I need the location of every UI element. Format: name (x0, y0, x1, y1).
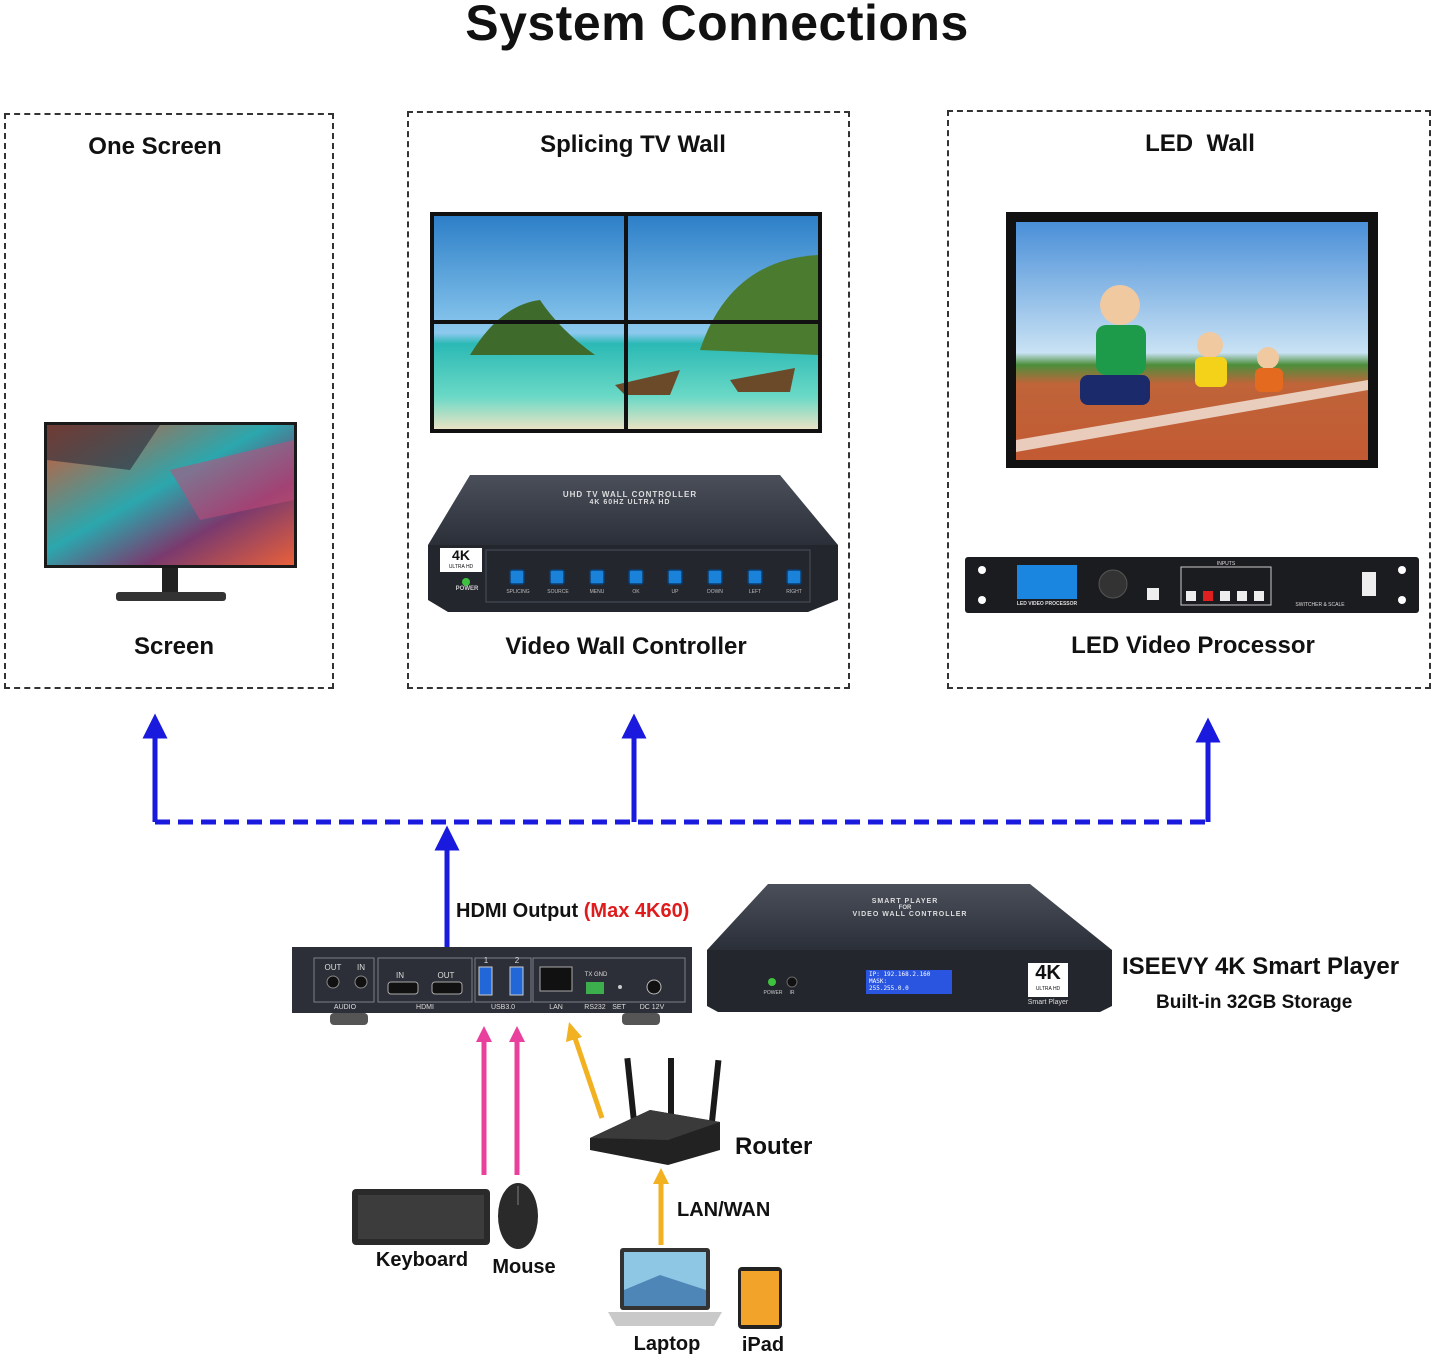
controller-top-sublabel: 4K 60HZ ULTRA HD (589, 499, 671, 506)
video-wall-controller-label: Video Wall Controller (505, 633, 747, 660)
mouse-image (498, 1183, 538, 1249)
front-lcd-line2: MASK: (869, 978, 888, 985)
one-screen-heading: One Screen (88, 133, 222, 160)
front-top-line2: FOR (898, 905, 912, 911)
rear-usb1: 1 (483, 956, 489, 965)
splicing-heading: Splicing TV Wall (540, 131, 726, 158)
front-power-label: POWER (763, 990, 783, 996)
controller-4k-badge: 4K (452, 547, 470, 563)
front-lcd-line1: IP: 192.168.2.160 (869, 971, 931, 978)
controller-power-label: POWER (455, 586, 479, 592)
hdmi-output-max: (Max 4K60) (583, 900, 690, 922)
controller-button-label: LEFT (748, 589, 762, 595)
front-4k-badge: 4K (1035, 962, 1061, 984)
page-title: System Connections (465, 0, 969, 51)
monitor-image (44, 422, 297, 601)
rear-txgnd: TX GND (584, 972, 608, 978)
led-wall-heading: LED Wall (1145, 130, 1255, 157)
product-storage: Built-in 32GB Storage (1156, 992, 1353, 1013)
player-front-image (707, 884, 1112, 1012)
rear-audio-out: OUT (324, 963, 342, 972)
rear-audio-in: IN (357, 963, 365, 972)
lanwan-label: LAN/WAN (677, 1199, 771, 1221)
rear-hdmi-out: OUT (437, 971, 455, 980)
rear-hdmi-label: HDMI (416, 1004, 434, 1011)
laptop-label: Laptop (633, 1333, 701, 1355)
front-ultra-hd: ULTRA HD (1035, 986, 1061, 992)
hdmi-distribution-lines (142, 713, 1221, 978)
rear-rs232-label: RS232 (584, 1004, 606, 1011)
controller-button-label: DOWN (707, 589, 723, 595)
keyboard-label: Keyboard (375, 1249, 469, 1271)
rear-lan-label: LAN (549, 1004, 563, 1011)
panel-splicing-tv-wall (407, 111, 850, 689)
rear-audio-label: AUDIO (333, 1004, 357, 1011)
front-badge-caption: Smart Player (1027, 999, 1069, 1006)
front-top-line3: VIDEO WALL CONTROLLER (852, 911, 968, 918)
front-top-line1: SMART PLAYER (871, 898, 939, 905)
ipad-image (738, 1267, 782, 1329)
controller-ultra-hd: ULTRA HD (448, 564, 474, 570)
router-image (590, 1057, 722, 1165)
ipad-label: iPad (741, 1334, 785, 1356)
screen-label: Screen (133, 633, 215, 660)
laptop-image (608, 1248, 722, 1326)
rear-usb2: 2 (514, 956, 520, 965)
player-rear-panel (292, 947, 692, 1025)
hdmi-output-text: HDMI Output (456, 900, 579, 922)
rear-hdmi-in: IN (396, 971, 404, 980)
led-wall-image (1006, 212, 1378, 468)
front-ir-label: IR (789, 990, 795, 996)
router-label: Router (735, 1133, 813, 1160)
controller-button-label: UP (671, 589, 679, 595)
product-name: ISEEVY 4K Smart Player (1122, 953, 1400, 980)
front-lcd-line3: 255.255.0.0 (869, 985, 909, 992)
hdmi-output-label: HDMI Output (Max 4K60) (456, 900, 689, 923)
processor-label: LED VIDEO PROCESSOR (1016, 601, 1078, 607)
rear-usb-label: USB3.0 (490, 1004, 516, 1011)
panel-one-screen (4, 113, 334, 689)
mouse-label: Mouse (492, 1256, 556, 1278)
rear-set-label: SET (612, 1004, 626, 1011)
tv-wall-image (430, 212, 822, 433)
controller-button-label: OK (632, 589, 640, 595)
led-video-processor-label: LED Video Processor (1071, 632, 1315, 659)
processor-switcher-label: SWITCHER & SCALE (1295, 602, 1345, 608)
controller-button-label: MENU (589, 589, 605, 595)
lan-arrows (566, 1022, 669, 1245)
controller-top-label: UHD TV WALL CONTROLLER (562, 490, 698, 499)
keyboard-image (352, 1189, 490, 1245)
led-video-processor-image (965, 557, 1419, 613)
usb-arrows (476, 1026, 525, 1175)
processor-inputs-label: INPUTS (1216, 561, 1236, 567)
panel-led-wall (947, 110, 1431, 689)
controller-button-label: RIGHT (786, 589, 802, 595)
rear-dc-label: DC 12V (639, 1004, 665, 1011)
controller-button-label: SPLICING (506, 589, 530, 595)
controller-button-label: SOURCE (547, 589, 569, 595)
